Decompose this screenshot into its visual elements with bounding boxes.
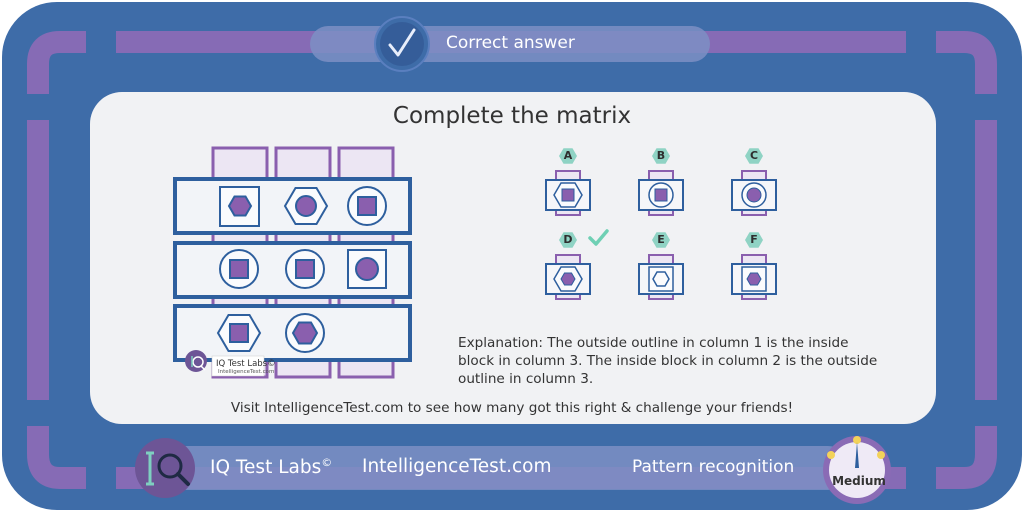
option-e[interactable] bbox=[638, 232, 684, 300]
correct-checkmark-icon bbox=[588, 229, 609, 246]
option-c[interactable] bbox=[731, 148, 777, 216]
iq-test-labs-watermark bbox=[185, 350, 265, 377]
iq-logo-icon bbox=[135, 438, 195, 498]
cell-r1c1 bbox=[219, 186, 260, 227]
cell-r3c2 bbox=[285, 313, 325, 353]
cell-r2c1 bbox=[219, 249, 259, 289]
checkmark-icon bbox=[388, 28, 416, 57]
cell-r1c3 bbox=[347, 186, 387, 226]
category-label: Pattern recognition bbox=[632, 457, 795, 477]
result-banner-text: Correct answer bbox=[446, 33, 575, 53]
cell-r3c1 bbox=[216, 314, 262, 352]
option-d[interactable] bbox=[545, 229, 609, 300]
visit-link-text[interactable]: Visit IntelligenceTest.com to see how ma… bbox=[230, 400, 794, 416]
hard-face-icon bbox=[877, 451, 885, 459]
footer-brand-name: IQ Test Labs bbox=[210, 457, 322, 479]
puzzle-title: Complete the matrix bbox=[392, 103, 632, 129]
watermark-name: IQ Test Labs© bbox=[216, 359, 276, 369]
cell-r2c2 bbox=[285, 249, 325, 289]
option-label-b[interactable]: B bbox=[656, 149, 666, 162]
option-label-c[interactable]: C bbox=[749, 149, 759, 162]
option-label-d[interactable]: D bbox=[563, 233, 573, 246]
difficulty-label: Medium bbox=[832, 474, 886, 488]
footer-brand-mark: © bbox=[321, 456, 333, 469]
footer-brand: IQ Test Labs© bbox=[210, 456, 332, 478]
result-banner bbox=[310, 16, 710, 72]
option-label-e[interactable]: E bbox=[657, 233, 665, 246]
footer-bar bbox=[135, 436, 891, 504]
option-label-a[interactable]: A bbox=[563, 149, 573, 162]
cell-r1c2 bbox=[283, 187, 329, 225]
easy-face-icon bbox=[827, 451, 835, 459]
footer-brand-site[interactable]: IntelligenceTest.com bbox=[362, 456, 552, 477]
option-a[interactable] bbox=[545, 148, 591, 216]
explanation-text: Explanation: The outside outline in colu… bbox=[458, 335, 878, 387]
option-label-f[interactable]: F bbox=[750, 233, 758, 246]
puzzle-matrix bbox=[173, 146, 412, 379]
medium-face-icon bbox=[853, 436, 861, 444]
option-f[interactable] bbox=[731, 232, 777, 300]
difficulty-gauge bbox=[823, 436, 891, 504]
option-b[interactable] bbox=[638, 148, 684, 216]
gauge-needle bbox=[855, 442, 859, 468]
watermark-site: IntelligenceTest.com bbox=[218, 369, 275, 375]
answer-options bbox=[545, 148, 777, 300]
cell-r2c3 bbox=[347, 249, 387, 289]
